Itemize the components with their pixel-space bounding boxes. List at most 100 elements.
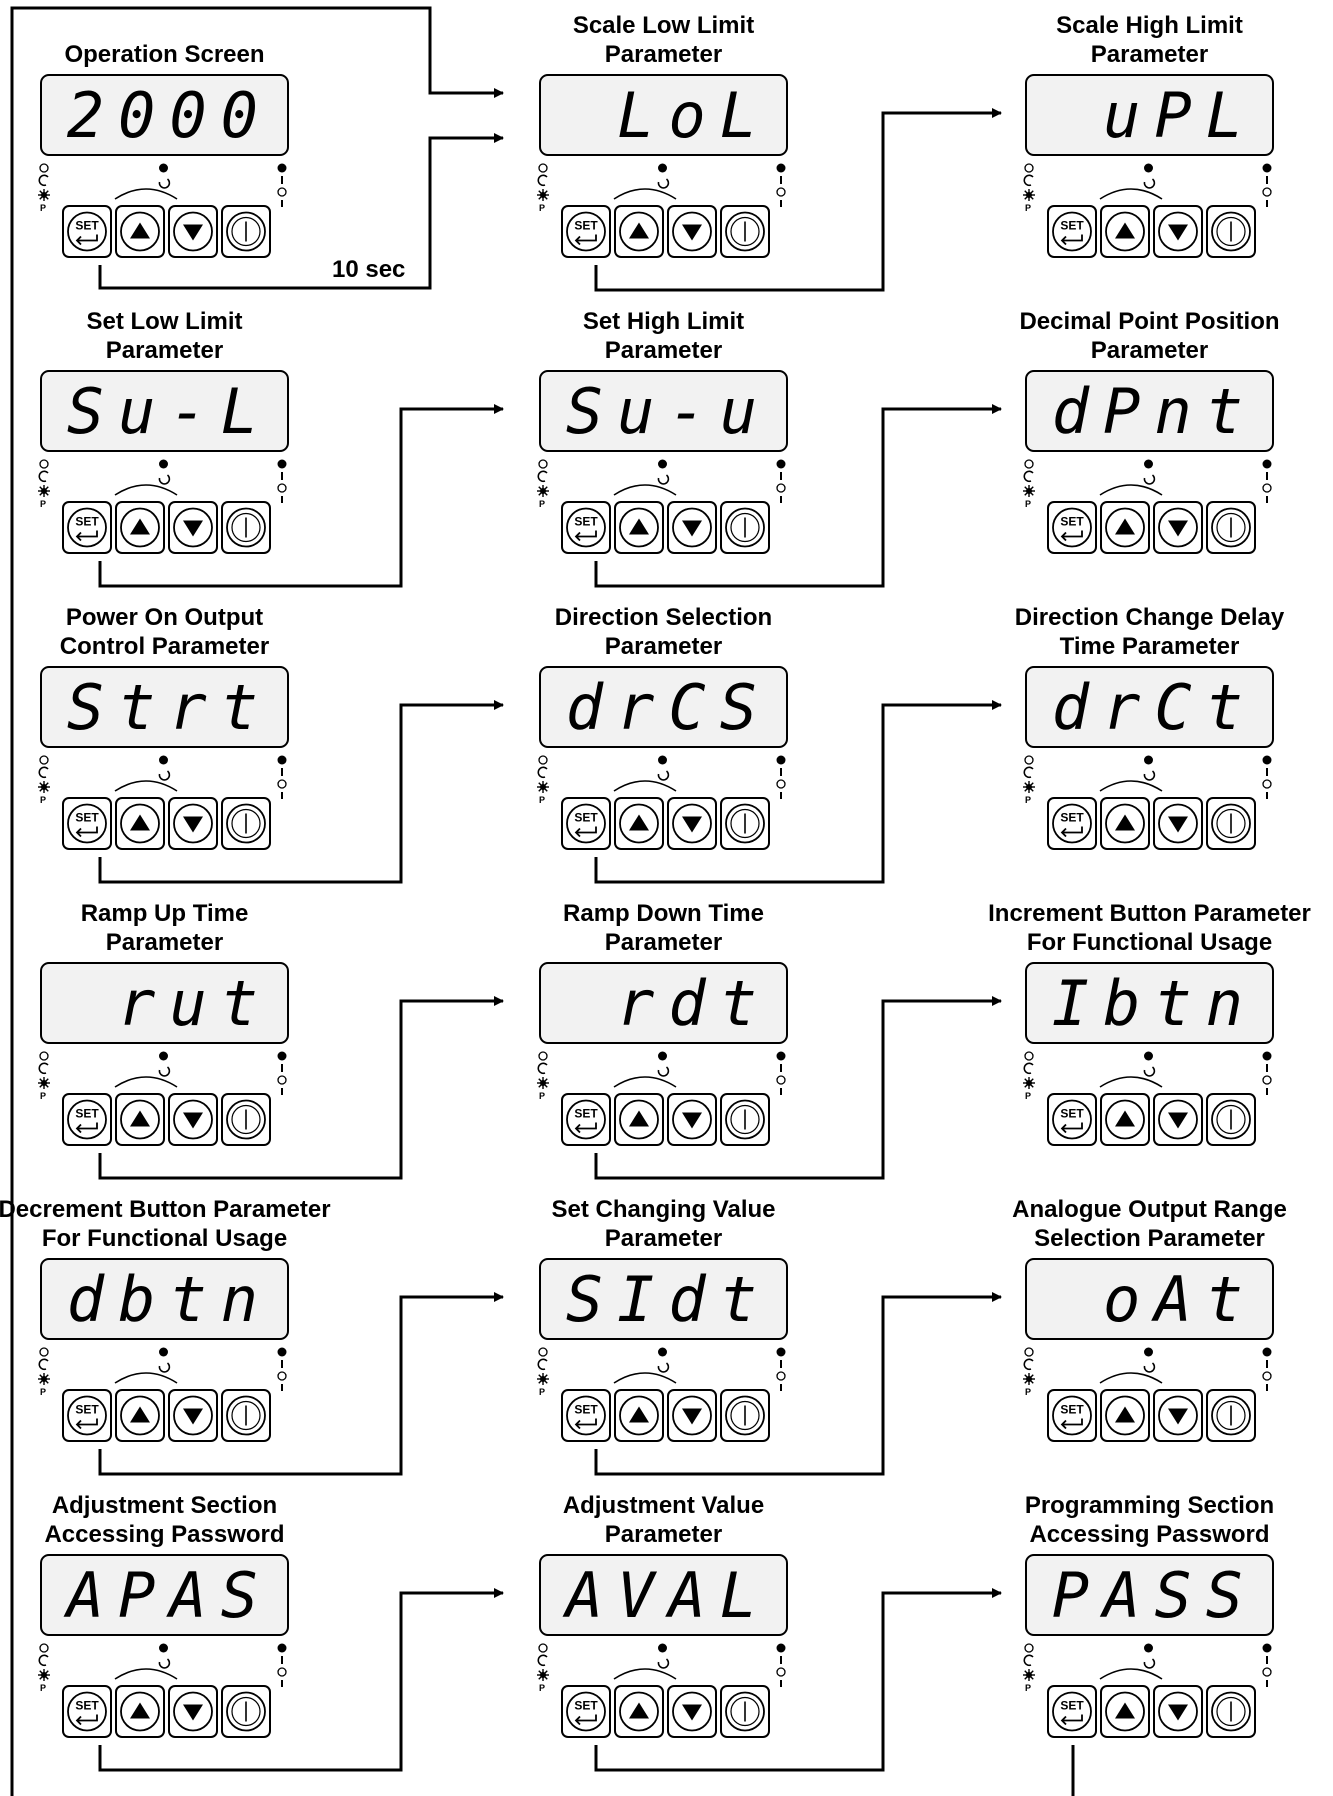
power-key[interactable] — [720, 205, 770, 258]
down-key[interactable] — [1153, 501, 1203, 554]
set-enter-key[interactable]: SET — [561, 797, 611, 850]
down-key[interactable] — [667, 1685, 717, 1738]
power-key[interactable] — [1206, 1093, 1256, 1146]
set-enter-key[interactable]: SET — [62, 1093, 112, 1146]
set-enter-key[interactable]: SET — [1047, 205, 1097, 258]
power-key[interactable] — [1206, 205, 1256, 258]
down-arrow-icon — [682, 224, 702, 241]
set-enter-key[interactable]: SET — [561, 501, 611, 554]
set-enter-key[interactable]: SET — [561, 1389, 611, 1442]
set-enter-key[interactable]: SET — [1047, 1685, 1097, 1738]
program-label: P — [539, 203, 545, 213]
up-key[interactable] — [115, 1093, 165, 1146]
power-key[interactable] — [1206, 797, 1256, 850]
power-key[interactable] — [720, 501, 770, 554]
power-key[interactable] — [1206, 1685, 1256, 1738]
timeout-note: 10 sec — [332, 256, 405, 283]
set-enter-key[interactable]: SET — [62, 1685, 112, 1738]
program-led-icon — [38, 1077, 50, 1089]
down-arrow-icon — [1168, 1112, 1188, 1129]
cycle-led-icon — [1023, 1051, 1034, 1075]
up-key[interactable] — [115, 205, 165, 258]
program-led-icon — [1023, 485, 1035, 497]
down-key[interactable] — [667, 1389, 717, 1442]
power-key[interactable] — [720, 1093, 770, 1146]
down-key[interactable] — [168, 501, 218, 554]
down-key[interactable] — [168, 797, 218, 850]
program-led-icon — [38, 1373, 50, 1385]
down-key[interactable] — [667, 797, 717, 850]
cycle-led-icon — [1023, 755, 1034, 779]
power-key[interactable] — [221, 501, 271, 554]
down-key[interactable] — [667, 1093, 717, 1146]
up-key[interactable] — [614, 501, 664, 554]
up-key[interactable] — [1100, 1093, 1150, 1146]
up-arrow-icon — [130, 1406, 150, 1423]
set-enter-key[interactable]: SET — [62, 1389, 112, 1442]
power-key[interactable] — [221, 1685, 271, 1738]
enter-icon — [75, 1122, 98, 1134]
down-key[interactable] — [1153, 1389, 1203, 1442]
down-key[interactable] — [168, 1389, 218, 1442]
set-enter-key[interactable]: SET — [561, 1685, 611, 1738]
set-enter-key[interactable]: SET — [1047, 1093, 1097, 1146]
power-key[interactable] — [720, 1389, 770, 1442]
up-key[interactable] — [1100, 1685, 1150, 1738]
down-key[interactable] — [168, 1093, 218, 1146]
down-key[interactable] — [168, 1685, 218, 1738]
set-enter-key[interactable]: SET — [62, 797, 112, 850]
up-key[interactable] — [614, 1093, 664, 1146]
rotate-led-icon — [1143, 755, 1156, 781]
up-key[interactable] — [1100, 797, 1150, 850]
power-key[interactable] — [720, 1685, 770, 1738]
up-key[interactable] — [1100, 205, 1150, 258]
key-combo-arrow — [114, 1668, 178, 1680]
power-key[interactable] — [221, 205, 271, 258]
screen-title: Parameter — [1091, 41, 1208, 68]
down-key[interactable] — [1153, 1093, 1203, 1146]
up-key[interactable] — [115, 797, 165, 850]
down-key[interactable] — [667, 501, 717, 554]
up-key[interactable] — [614, 797, 664, 850]
up-key[interactable] — [1100, 1389, 1150, 1442]
program-label: P — [1025, 795, 1031, 805]
down-key[interactable] — [1153, 205, 1203, 258]
power-key[interactable] — [221, 1093, 271, 1146]
set-enter-key[interactable]: SET — [62, 205, 112, 258]
output-led-icon — [776, 1643, 786, 1687]
program-label: P — [539, 795, 545, 805]
down-arrow-icon — [183, 816, 203, 833]
up-key[interactable] — [614, 1685, 664, 1738]
up-key[interactable] — [115, 501, 165, 554]
up-key[interactable] — [1100, 501, 1150, 554]
display-readout: drCt — [1052, 671, 1257, 744]
down-key[interactable] — [1153, 1685, 1203, 1738]
down-key[interactable] — [168, 205, 218, 258]
key-combo-arrow — [114, 780, 178, 792]
display-readout: Su-L — [67, 375, 272, 448]
up-key[interactable] — [614, 1389, 664, 1442]
power-key[interactable] — [1206, 1389, 1256, 1442]
set-enter-key[interactable]: SET — [1047, 501, 1097, 554]
led-display — [1025, 962, 1274, 1044]
set-enter-key[interactable]: SET — [1047, 1389, 1097, 1442]
up-key[interactable] — [115, 1685, 165, 1738]
screen-title: Accessing Password — [44, 1521, 284, 1548]
down-key[interactable] — [1153, 797, 1203, 850]
down-key[interactable] — [667, 205, 717, 258]
power-key[interactable] — [1206, 501, 1256, 554]
power-key[interactable] — [221, 797, 271, 850]
set-enter-key[interactable]: SET — [561, 1093, 611, 1146]
power-key[interactable] — [221, 1389, 271, 1442]
set-enter-key[interactable]: SET — [561, 205, 611, 258]
key-combo-arrow — [613, 780, 677, 792]
up-key[interactable] — [115, 1389, 165, 1442]
set-enter-key[interactable]: SET — [62, 501, 112, 554]
screen-title: Operation Screen — [64, 41, 264, 68]
output-led-icon — [776, 1347, 786, 1391]
up-key[interactable] — [614, 205, 664, 258]
power-key[interactable] — [720, 797, 770, 850]
set-enter-key[interactable]: SET — [1047, 797, 1097, 850]
